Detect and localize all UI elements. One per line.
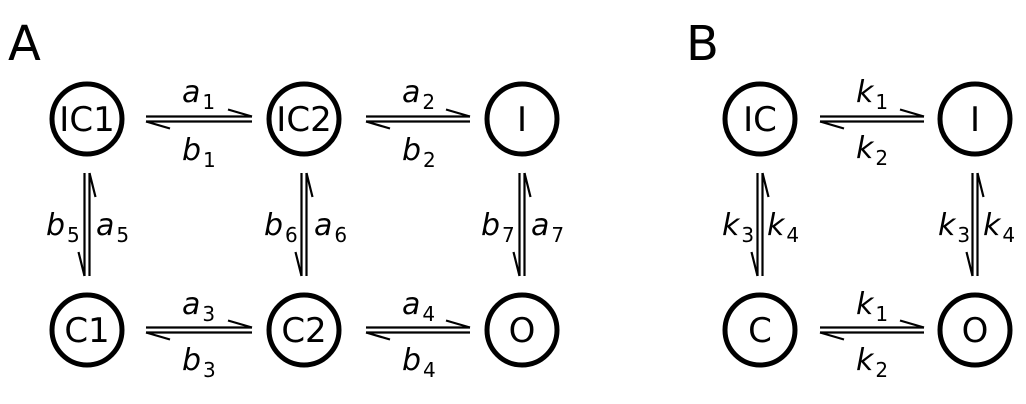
arrow-c1-c2 xyxy=(145,319,253,341)
node-c: C xyxy=(722,292,798,368)
node-i-a: I xyxy=(484,81,560,157)
node-c2: C2 xyxy=(266,292,342,368)
node-i-b: I xyxy=(937,81,1013,157)
node-c1: C1 xyxy=(49,292,125,368)
node-ic1-label: IC1 xyxy=(59,100,114,140)
arrow-i-o xyxy=(512,172,532,277)
arrow-ic1-ic2 xyxy=(145,108,253,130)
arrow-ic-c xyxy=(750,172,770,277)
node-ic2-label: IC2 xyxy=(276,100,331,140)
node-i-a-label: I xyxy=(517,100,527,140)
arrow-c-o xyxy=(819,319,925,341)
node-c2-label: C2 xyxy=(281,311,326,351)
node-o-b-label: O xyxy=(962,311,989,351)
node-o-b: O xyxy=(937,292,1013,368)
node-c1-label: C1 xyxy=(64,311,109,351)
panel-label-a: A xyxy=(8,16,41,72)
node-ic2: IC2 xyxy=(266,81,342,157)
arrow-ic2-c2 xyxy=(294,172,314,277)
transition-arrows xyxy=(77,108,985,341)
arrow-i-o-b xyxy=(965,172,985,277)
arrow-ic1-c1 xyxy=(77,172,97,277)
arrow-ic-i xyxy=(819,108,925,130)
node-i-b-label: I xyxy=(970,100,980,140)
node-ic-label: IC xyxy=(743,100,777,140)
arrow-c2-o xyxy=(365,319,471,341)
node-ic: IC xyxy=(722,81,798,157)
node-o-a: O xyxy=(484,292,560,368)
arrow-ic2-i xyxy=(365,108,471,130)
node-c-label: C xyxy=(748,311,772,351)
node-o-a-label: O xyxy=(509,311,536,351)
panel-label-b: B xyxy=(686,16,719,72)
node-ic1: IC1 xyxy=(49,81,125,157)
